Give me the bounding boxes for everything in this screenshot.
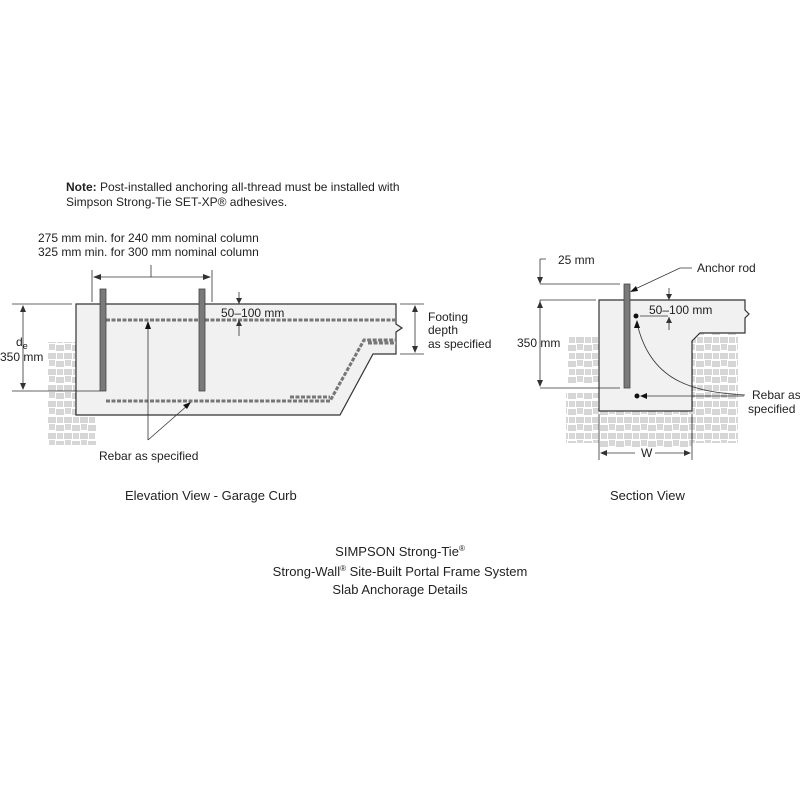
note-line-2: Simpson Strong-Tie SET-XP® adhesives.	[66, 195, 287, 209]
section-cover-label: 50–100 mm	[649, 303, 712, 317]
de-label: de	[16, 335, 28, 351]
anchor-rod-left	[99, 288, 107, 392]
anchor-rod	[623, 283, 631, 389]
spacing-label-2: 325 mm min. for 300 mm nominal column	[38, 245, 259, 259]
rebar-bottom-dot	[634, 393, 640, 399]
title-line-1: SIMPSON Strong-Tie®	[335, 544, 465, 559]
rebar-top-dot	[633, 313, 639, 319]
footing-depth-label-3: as specified	[428, 337, 491, 351]
footing-depth-label-1: Footing	[428, 310, 468, 324]
title-block: SIMPSON Strong-Tie® Strong-Wall® Site-Bu…	[273, 544, 528, 597]
anchor-rod-label: Anchor rod	[697, 261, 756, 275]
soil-hatch	[48, 342, 76, 400]
title-line-2: Strong-Wall® Site-Built Portal Frame Sys…	[273, 564, 528, 579]
width-label: W	[641, 446, 653, 460]
lap-rebar	[290, 341, 396, 399]
section-caption: Section View	[610, 488, 686, 503]
section-rebar-label-1: Rebar as	[752, 388, 800, 402]
section-rebar-label-2: specified	[748, 402, 795, 416]
rebar-label: Rebar as specified	[99, 449, 198, 463]
note-line-1: Note: Post-installed anchoring all-threa…	[66, 180, 400, 194]
section-depth-label: 350 mm	[517, 336, 560, 350]
title-line-3: Slab Anchorage Details	[332, 582, 468, 597]
projection-label: 25 mm	[558, 253, 595, 267]
bottom-rebar	[106, 338, 396, 403]
depth-label: 350 mm	[0, 350, 43, 364]
elevation-view: 275 mm min. for 240 mm nominal column 32…	[0, 231, 491, 503]
spacing-dimension	[91, 265, 213, 302]
section-view: 25 mm Anchor rod 50–100 mm 350 mm Rebar …	[517, 253, 800, 503]
spacing-label-1: 275 mm min. for 240 mm nominal column	[38, 231, 259, 245]
elevation-caption: Elevation View - Garage Curb	[125, 488, 297, 503]
anchor-rod-right	[198, 288, 206, 392]
cover-label: 50–100 mm	[221, 306, 284, 320]
footing-depth-label-2: depth	[428, 323, 458, 337]
